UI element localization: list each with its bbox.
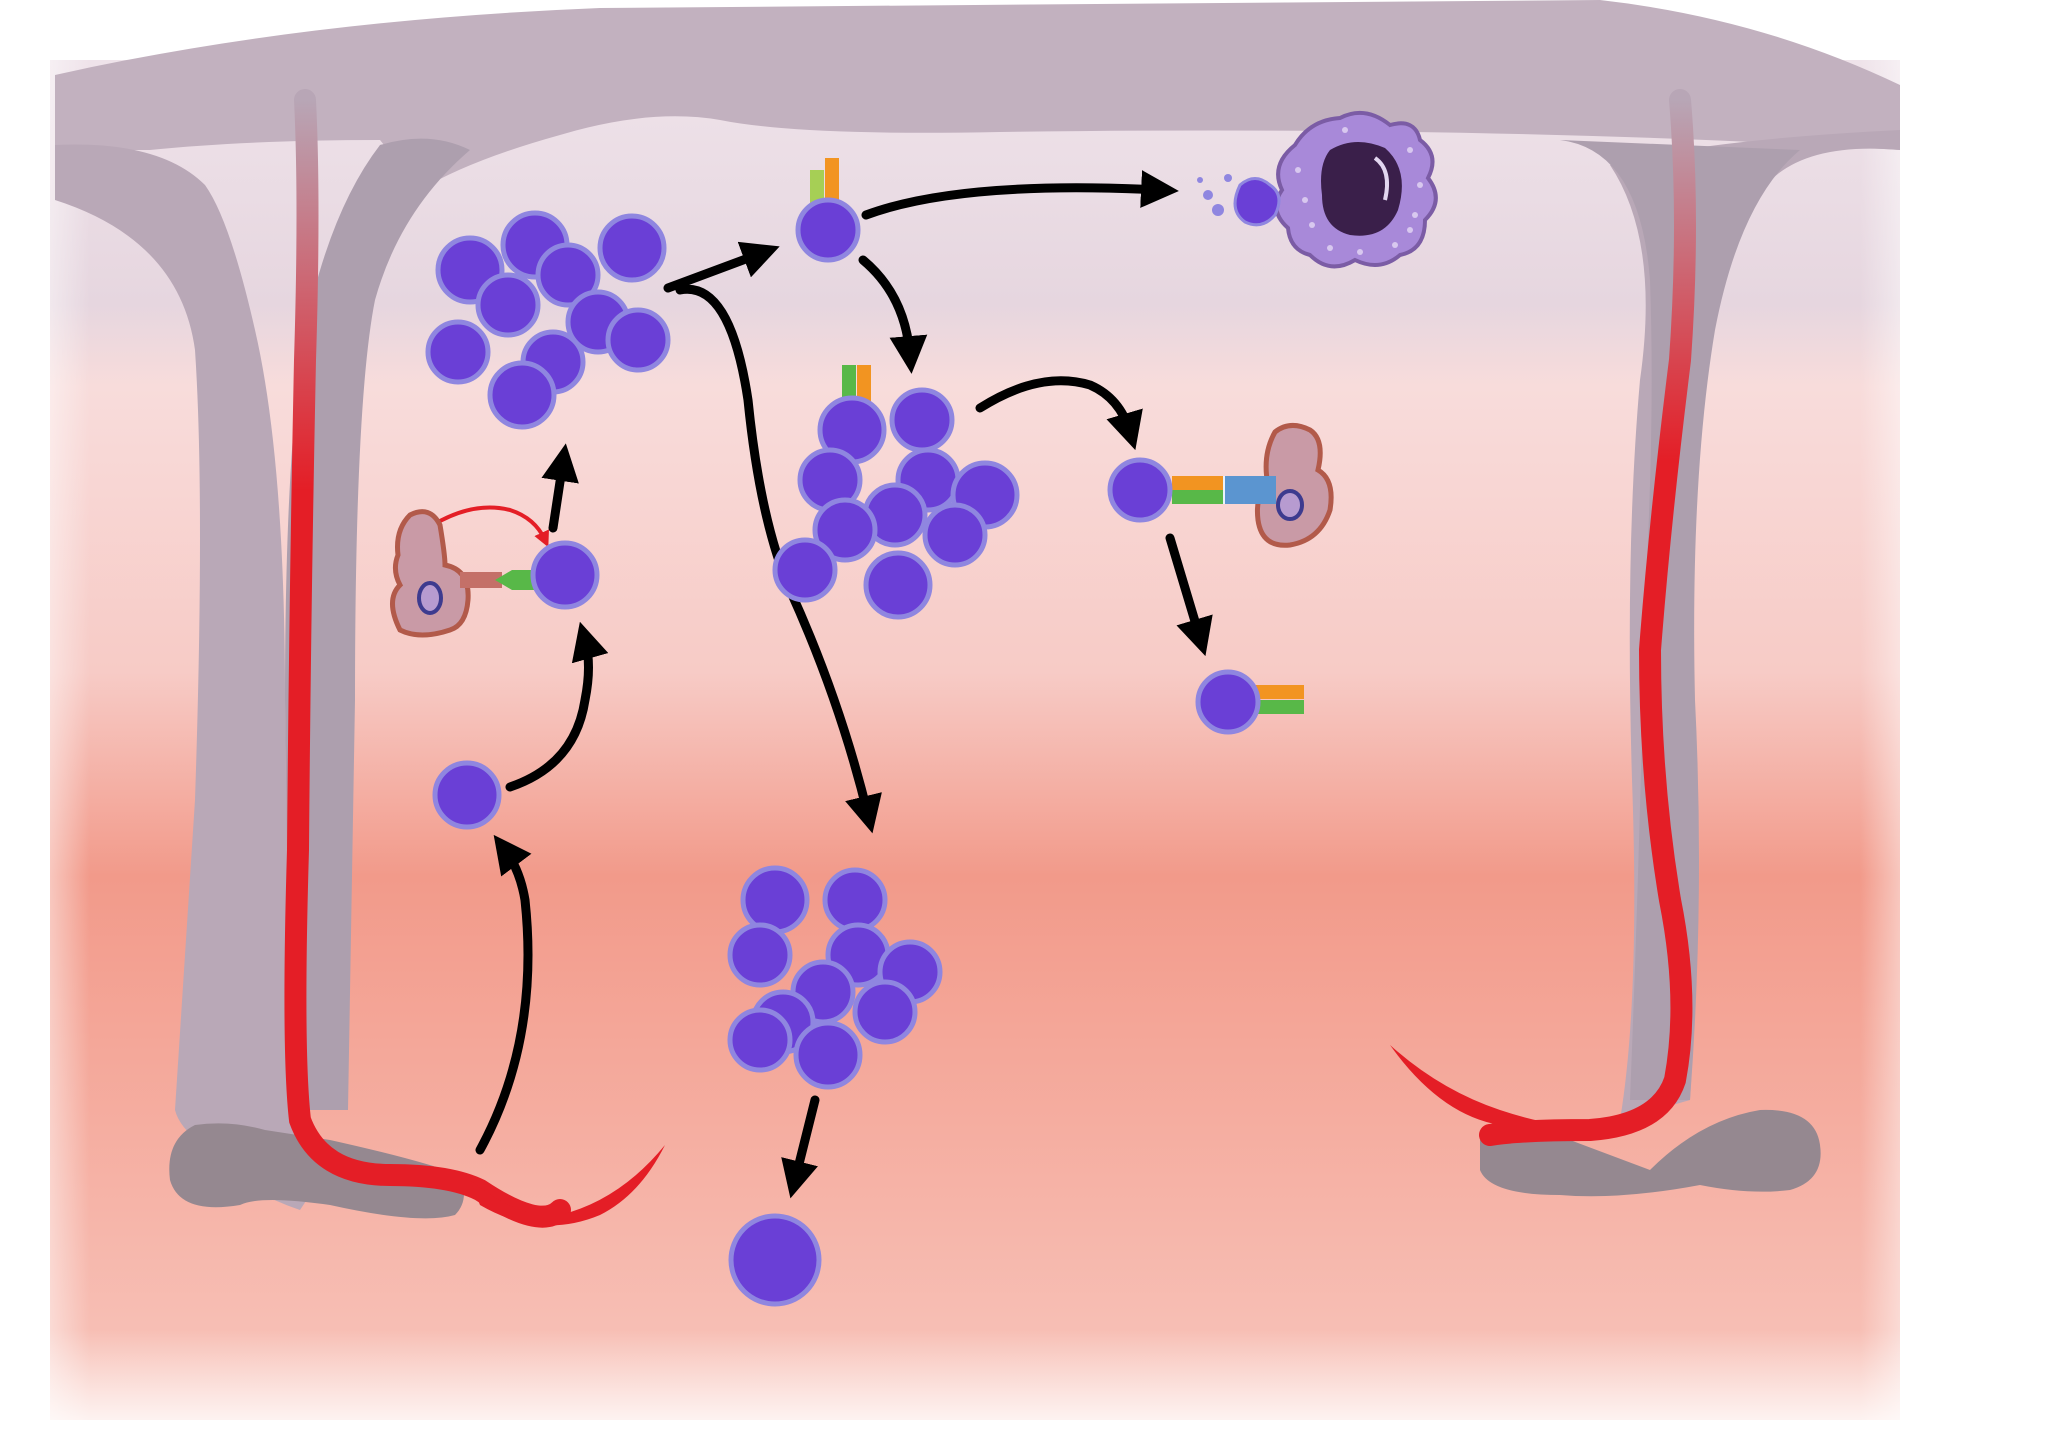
macrophage-highlight <box>1373 156 1389 201</box>
mhc-molecule <box>460 572 502 588</box>
t-cell <box>740 865 810 935</box>
arrow-lower-cluster-to-single <box>781 1095 820 1199</box>
right-white-area <box>1945 0 2048 1445</box>
arrow-to-apc-binding <box>975 376 1143 451</box>
arrow-cluster-to-lower-cluster <box>675 284 882 834</box>
receptor-orange-top <box>1172 476 1224 490</box>
left-edge-fade <box>0 0 90 1445</box>
bottom-fade <box>0 1330 2048 1445</box>
t-cell <box>728 1213 822 1307</box>
t-cell <box>487 360 557 430</box>
left-base-blob <box>169 1123 465 1219</box>
antigen-presenting-cell-right <box>1255 423 1334 548</box>
t-cell <box>772 537 838 603</box>
arrow-to-macrophage <box>861 170 1179 220</box>
t-cell <box>889 387 955 453</box>
t-cell <box>597 213 667 283</box>
t-cell <box>863 550 933 620</box>
receptor-binding-complex <box>1172 476 1276 504</box>
receptor-green-memory-cell <box>1252 700 1304 714</box>
t-cell <box>727 1007 793 1073</box>
receptor-blue <box>1224 476 1276 504</box>
t-cell <box>795 197 861 263</box>
macrophage <box>1274 110 1438 269</box>
debris-fragment <box>1197 177 1203 183</box>
apc-nucleus-right <box>1276 489 1304 521</box>
receptor-green-top-cell <box>810 170 824 205</box>
right-vessel-tail <box>1390 1045 1600 1126</box>
t-cell <box>535 242 601 308</box>
right-blood-vessel <box>1479 89 1696 1146</box>
t-cell <box>812 497 878 563</box>
arrow-activated-to-cluster <box>541 443 579 533</box>
apc-body <box>390 509 471 638</box>
arrow-naive-to-activated <box>505 621 609 792</box>
debris-body <box>1233 177 1281 227</box>
right-base-blob <box>1480 1109 1821 1197</box>
apc-nucleus <box>417 581 443 615</box>
left-vessel-tail <box>470 1145 665 1226</box>
right-crypt-inner <box>1560 140 1800 1100</box>
t-cell <box>822 867 888 933</box>
t-cell <box>425 319 491 385</box>
epithelium-top <box>55 0 1900 190</box>
activation-signal-arrow <box>423 505 549 548</box>
receptor-orange-memory-cell <box>1252 685 1304 699</box>
arrow-to-memory-cell <box>1165 533 1213 657</box>
left-blood-vessel <box>284 89 571 1228</box>
arrow-to-middle-cluster <box>858 255 928 374</box>
debris-fragment <box>1224 174 1232 182</box>
receptor-orange-top-cell <box>825 158 839 205</box>
t-cells <box>425 197 1261 1307</box>
t-cell <box>1195 669 1261 735</box>
left-crypt-inner <box>285 138 470 1111</box>
t-cell <box>1107 457 1173 523</box>
arrow-vessel-to-naive-cell <box>475 834 533 1155</box>
t-cell <box>922 502 988 568</box>
macrophage-nucleus <box>1321 141 1402 236</box>
antigen-presenting-cell-left <box>390 509 535 638</box>
apoptotic-cell-debris <box>1197 174 1281 227</box>
t-cell <box>432 760 502 830</box>
t-cell <box>793 1020 863 1090</box>
debris-fragment <box>1212 204 1224 216</box>
tcr-receptor-green <box>495 570 535 590</box>
right-edge-fade <box>1860 0 1950 1444</box>
debris-fragment <box>1203 190 1213 200</box>
t-cell <box>605 307 671 373</box>
arrows <box>423 170 1213 1199</box>
receptor-green-bottom <box>1172 490 1224 504</box>
t-cell <box>727 922 793 988</box>
t-cell <box>475 272 541 338</box>
arrow-cluster-to-receptor-cell <box>663 241 780 293</box>
t-cell <box>852 979 918 1045</box>
macrophage-vesicles <box>1295 127 1423 255</box>
left-crypt-wall <box>55 144 340 1210</box>
t-cell <box>530 540 600 610</box>
